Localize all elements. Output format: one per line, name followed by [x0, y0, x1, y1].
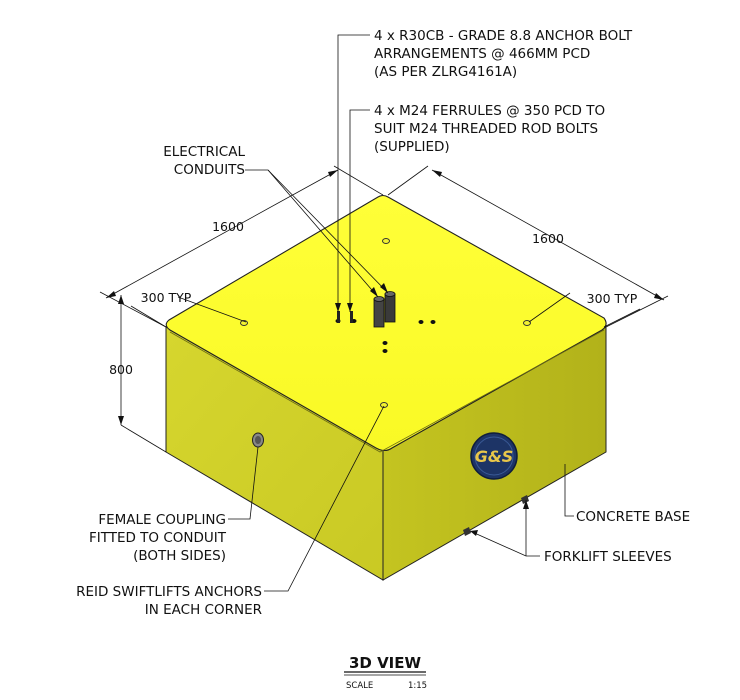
note-line: FEMALE COUPLING	[98, 512, 226, 528]
note-line: REID SWIFTLIFTS ANCHORS	[76, 584, 262, 600]
note-line: SUIT M24 THREADED ROD BOLTS	[374, 121, 598, 137]
dim-width-left: 1600	[212, 219, 244, 234]
note-line: 4 x M24 FERRULES @ 350 PCD TO	[374, 103, 605, 119]
note-conduits: ELECTRICAL CONDUITS	[163, 144, 245, 178]
concrete-base-block	[165, 194, 607, 581]
note-line: FITTED TO CONDUIT	[89, 530, 227, 546]
lifting-anchor-holes	[240, 238, 531, 408]
note-line: 4 x R30CB - GRADE 8.8 ANCHOR BOLT	[374, 28, 633, 44]
note-swiftlifts: REID SWIFTLIFTS ANCHORS IN EACH CORNER	[76, 584, 262, 618]
dimension-lines	[99, 165, 669, 453]
view-title-block: 3D VIEW SCALE 1:15	[344, 654, 427, 691]
scale-label: SCALE	[346, 681, 373, 691]
dim-width-right: 1600	[532, 231, 564, 246]
note-line: (AS PER ZLRG4161A)	[374, 64, 517, 80]
scale-value: 1:15	[408, 681, 427, 691]
leader-arrows	[335, 283, 529, 536]
note-line: ARRANGEMENTS @ 466MM PCD	[374, 46, 590, 62]
logo-text: G&S	[475, 447, 514, 466]
note-concrete-base: CONCRETE BASE	[576, 509, 690, 525]
view-title: 3D VIEW	[349, 654, 422, 672]
dim-height: 800	[109, 362, 133, 377]
dimension-arrows	[106, 170, 664, 425]
note-line: CONDUITS	[174, 162, 245, 178]
leader-lines	[228, 34, 574, 592]
note-line: (SUPPLIED)	[374, 139, 450, 155]
anchor-bolts	[337, 311, 353, 323]
note-anchor-bolt: 4 x R30CB - GRADE 8.8 ANCHOR BOLT ARRANG…	[374, 28, 633, 80]
note-line: IN EACH CORNER	[145, 602, 262, 618]
note-line: (BOTH SIDES)	[133, 548, 226, 564]
note-coupling: FEMALE COUPLING FITTED TO CONDUIT (BOTH …	[89, 512, 227, 564]
forklift-sleeves	[463, 495, 529, 536]
dim-offset-right: 300 TYP	[587, 291, 638, 306]
note-ferrules: 4 x M24 FERRULES @ 350 PCD TO SUIT M24 T…	[374, 103, 605, 155]
note-line: ELECTRICAL	[163, 144, 245, 160]
note-forklift-sleeves: FORKLIFT SLEEVES	[544, 549, 672, 565]
dim-offset-left: 300 TYP	[141, 290, 192, 305]
female-coupling	[252, 432, 264, 448]
electrical-conduits	[373, 291, 396, 328]
gs-logo: G&S	[470, 432, 518, 480]
